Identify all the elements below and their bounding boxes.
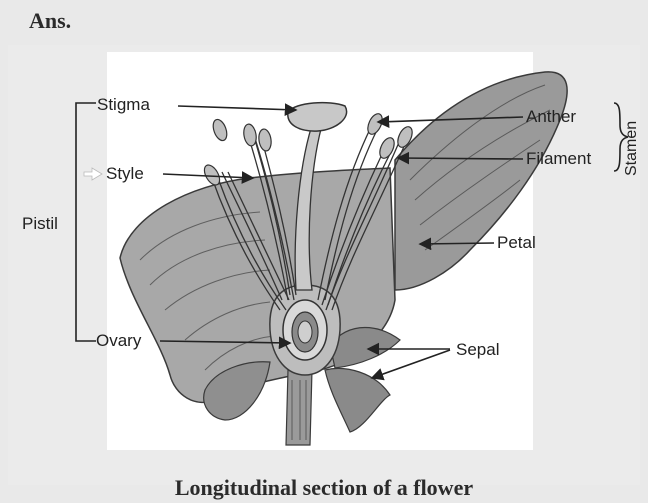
label-stigma: Stigma: [97, 95, 150, 115]
petal-right: [395, 72, 567, 290]
petal-pointer: [420, 243, 494, 244]
label-style: Style: [106, 164, 144, 184]
stalk: [286, 370, 312, 445]
label-filament: Filament: [526, 149, 591, 169]
label-stamen: Stamen: [623, 121, 641, 176]
pistil-bracket: [76, 103, 96, 341]
style-white-arrow: [84, 168, 102, 180]
label-sepal: Sepal: [456, 340, 499, 360]
sepal-lower: [325, 368, 390, 432]
label-petal: Petal: [497, 233, 536, 253]
stigma: [288, 103, 347, 131]
figure-caption: Longitudinal section of a flower: [0, 475, 648, 501]
sepal-pointer-2: [372, 350, 450, 378]
anther: [211, 118, 230, 143]
filament-pointer: [398, 158, 523, 159]
label-anther: Anther: [526, 107, 576, 127]
label-ovary: Ovary: [96, 331, 141, 351]
stigma-pointer: [178, 106, 296, 110]
label-pistil: Pistil: [22, 214, 58, 234]
